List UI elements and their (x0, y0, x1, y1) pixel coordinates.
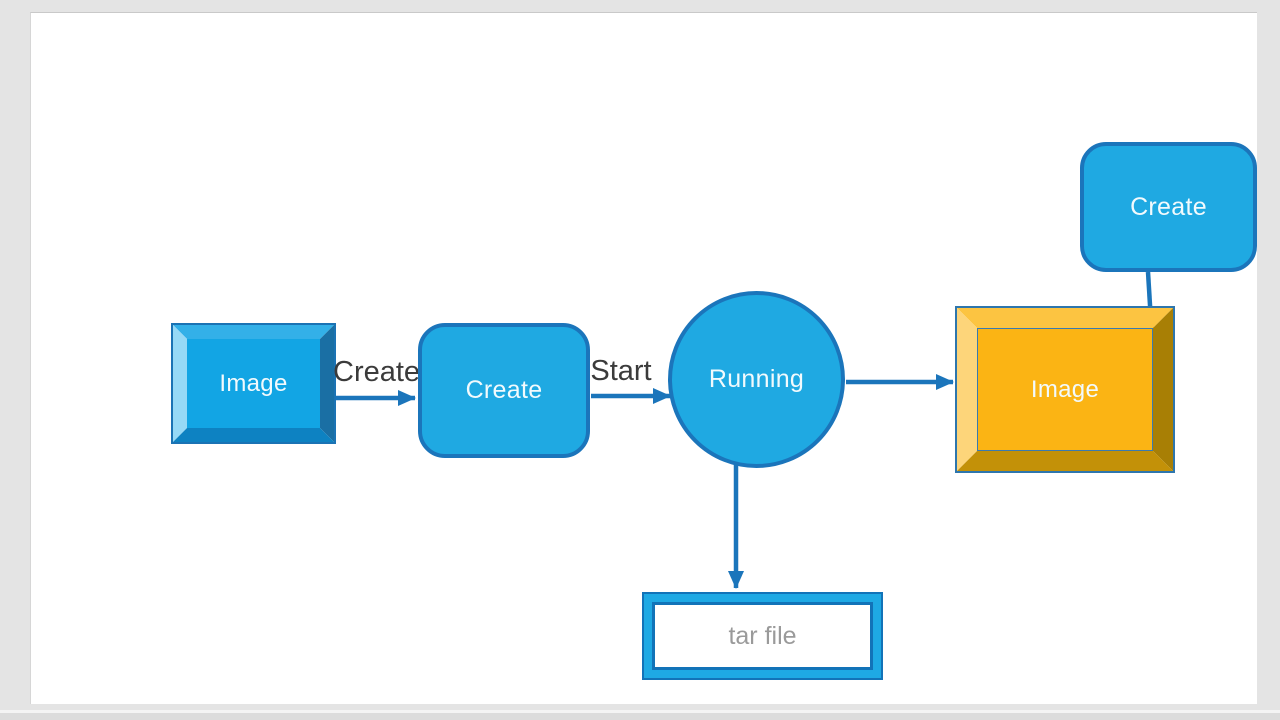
bevel-face (187, 339, 320, 428)
edge-label-create: Create (333, 356, 421, 388)
node-tar-file-inner: tar file (652, 602, 873, 670)
bottom-divider-line (0, 710, 1280, 713)
node-create-top-label: Create (1130, 192, 1207, 221)
node-tar-file-label: tar file (728, 621, 797, 650)
node-running-label: Running (708, 365, 805, 393)
node-image-right: Image (955, 306, 1175, 473)
edge-label-start: Start (590, 355, 652, 387)
node-image-left: Image (171, 323, 336, 444)
node-create-top: Create (1080, 142, 1257, 272)
node-create: Create (418, 323, 590, 458)
node-image-right-label: Image (1030, 375, 1100, 403)
node-tar-file: tar file (642, 592, 883, 680)
bevel-face (977, 328, 1153, 451)
node-create-label: Create (465, 376, 543, 404)
node-image-left-label: Image (219, 369, 288, 397)
node-running: Running (668, 291, 845, 468)
bottom-band (0, 713, 1280, 720)
